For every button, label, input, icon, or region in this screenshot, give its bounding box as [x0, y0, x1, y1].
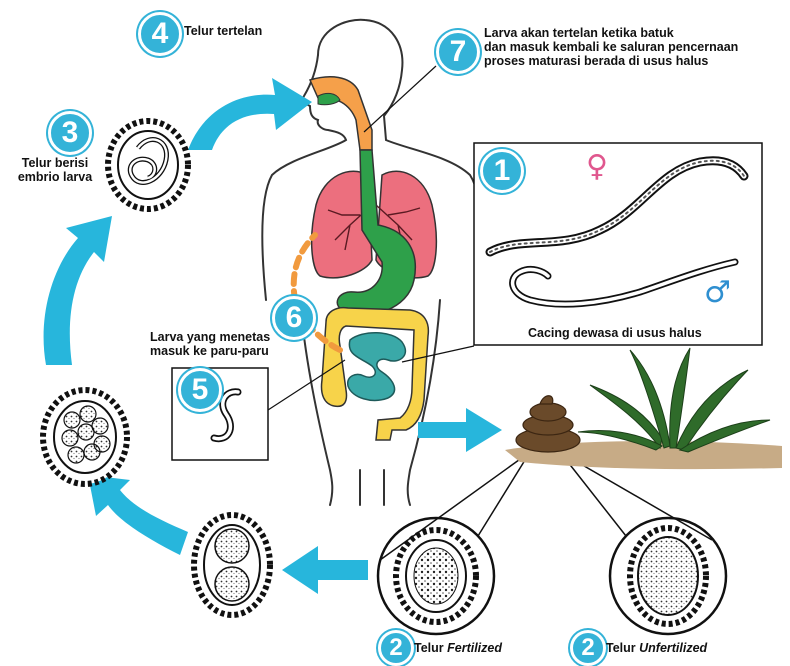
step-3-line-2: embrio larva — [10, 170, 100, 184]
step-5-line-2: masuk ke paru-paru — [150, 344, 270, 358]
egg-embryo-larva — [108, 121, 188, 209]
plant — [578, 348, 770, 452]
egg-unfertilized — [610, 518, 726, 634]
unfertilized-term: Unfertilized — [639, 641, 707, 655]
step-7-line-3: proses maturasi berada di usus halus — [484, 54, 738, 68]
step-3-badge: 3 — [48, 111, 92, 155]
step-2-fertilized-badge: 2 — [378, 630, 414, 666]
step-7-label: Larva akan tertelan ketika batuk dan mas… — [484, 26, 738, 68]
step-6-badge: 6 — [272, 296, 316, 340]
step-5-label: Larva yang menetas masuk ke paru-paru — [150, 330, 270, 358]
step-1-label: Cacing dewasa di usus halus — [528, 326, 702, 340]
step-7-line-1: Larva akan tertelan ketika batuk — [484, 26, 738, 40]
step-5-line-1: Larva yang menetas — [150, 330, 270, 344]
small-intestine — [348, 333, 406, 401]
throat — [310, 77, 372, 150]
step-4-label: Telur tertelan — [184, 24, 262, 38]
female-symbol: ♀ — [586, 152, 608, 182]
step-7-line-2: dan masuk kembali ke saluran pencernaan — [484, 40, 738, 54]
step-1-badge: 1 — [480, 149, 524, 193]
step-2-unfertilized-badge: 2 — [570, 630, 606, 666]
step-4-badge: 4 — [138, 12, 182, 56]
step-7-badge: 7 — [436, 30, 480, 74]
step-3-label: Telur berisi embrio larva — [10, 156, 100, 184]
stool — [516, 396, 580, 452]
step7-pointer — [364, 66, 436, 132]
egg-two-cell — [194, 515, 270, 615]
step-5-badge: 5 — [178, 368, 222, 412]
egg-multicell — [43, 390, 127, 484]
fertilized-term: Fertilized — [447, 641, 502, 655]
male-symbol: ♂ — [704, 278, 731, 308]
fertilized-prefix: Telur — [414, 641, 444, 655]
step-2-unfertilized-label: Telur Unfertilized — [606, 641, 707, 655]
step-2-fertilized-label: Telur Fertilized — [414, 641, 502, 655]
egg-fertilized — [378, 518, 494, 634]
unfertilized-prefix: Telur — [606, 641, 636, 655]
step-3-line-1: Telur berisi — [10, 156, 100, 170]
